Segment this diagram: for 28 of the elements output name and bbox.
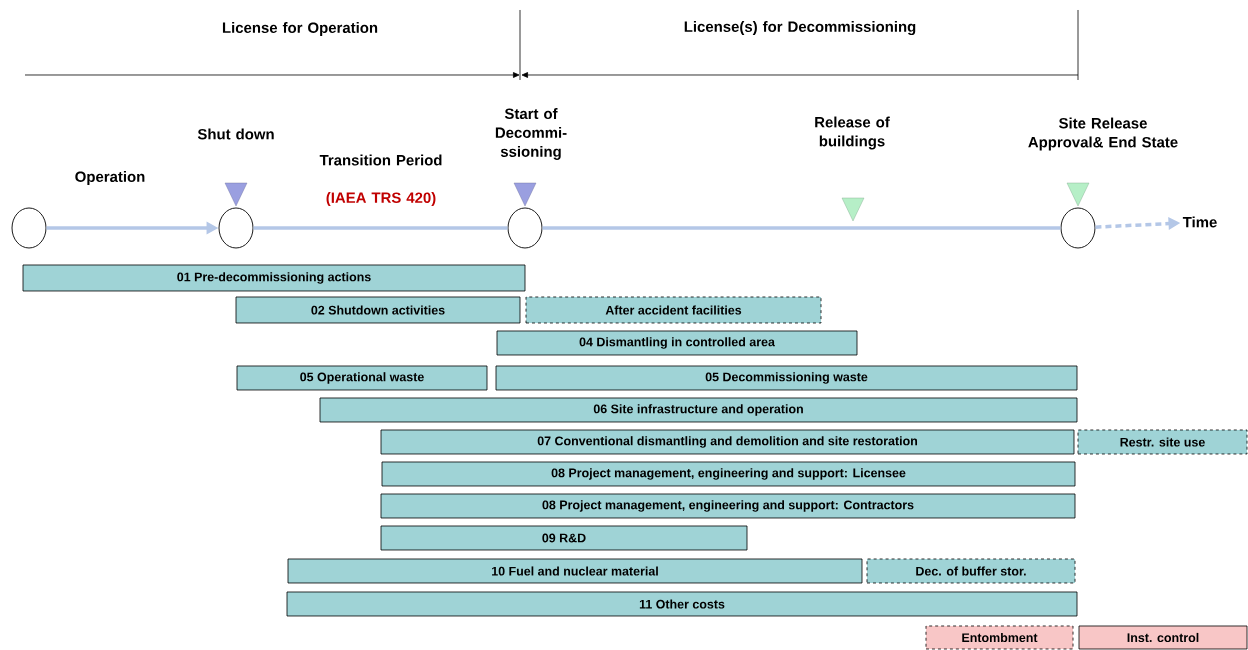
activity-bar: 05 Decommissioning waste [495,365,1078,391]
text-label: Shut down [197,128,274,140]
text-label: (IAEA TRS 420) [326,192,436,206]
text-label: Transition Period [319,154,442,166]
milestone-circle [218,207,254,249]
activity-bar: 07 Conventional dismantling and demolition and site restoration [380,429,1075,455]
activity-bar: 01 Pre-decommissioning actions [22,264,526,292]
axis-label: Time [1182,216,1217,228]
activity-bar: Restr. site use [1077,429,1248,455]
milestone-circle [11,207,47,249]
milestone-circle [1060,207,1096,249]
text-label: Release of buildings [815,116,890,150]
activity-bar: 10 Fuel and nuclear material [287,558,863,584]
activity-bar: 09 R&D [380,525,748,551]
activity-bar: Dec. of buffer stor. [866,558,1076,584]
activity-bar: 08 Project management, engineering and support: Contractors [380,493,1076,519]
activity-bar: 04 Dismantling in controlled area [496,330,858,356]
milestone-circle [507,207,543,249]
activity-bar: 08 Project management, engineering and support: Licensee [381,461,1076,487]
activity-bar: Inst. control [1078,625,1248,650]
activity-bar: 05 Operational waste [236,365,488,391]
text-label: License for Operation [222,22,378,36]
activity-bar: 02 Shutdown activities [235,296,521,324]
activity-bar: 11 Other costs [286,591,1078,617]
activity-bar: 06 Site infrastructure and operation [319,397,1078,423]
text-label: License(s) for Decommissioning [684,21,916,35]
activity-bar: After accident facilities [525,296,822,324]
activity-bar: Entombment [925,625,1074,650]
